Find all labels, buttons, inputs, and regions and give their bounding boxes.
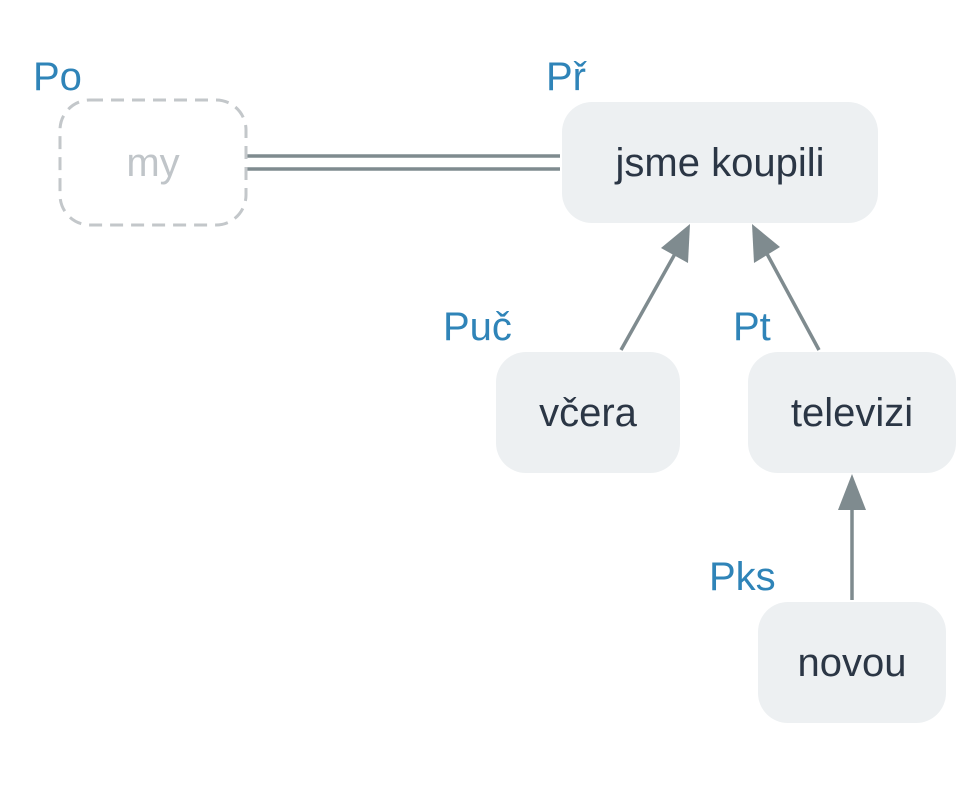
node-box <box>58 98 248 227</box>
node-word: jsme koupili <box>615 141 825 185</box>
node-subject: my Po <box>33 55 248 227</box>
arrowhead-icon <box>838 474 866 510</box>
arrowhead-icon <box>661 224 690 263</box>
node-object: televizi Pt <box>733 305 956 473</box>
edge-object-to-predicate <box>752 224 821 351</box>
node-word: televizi <box>791 391 913 435</box>
node-word: novou <box>798 641 907 685</box>
role-label: Pks <box>709 555 776 599</box>
node-box <box>496 352 680 473</box>
arrowhead-icon <box>752 224 780 263</box>
edge-adverbial-to-predicate <box>619 224 690 351</box>
node-word: včera <box>539 391 638 435</box>
edge-subject-predicate <box>247 154 560 171</box>
node-word: my <box>126 141 179 185</box>
role-label: Př <box>546 55 588 99</box>
node-adverbial-time: včera Puč <box>443 305 680 473</box>
node-box <box>748 352 956 473</box>
role-label: Pt <box>733 305 771 349</box>
node-attribute: novou Pks <box>709 555 946 723</box>
role-label: Puč <box>443 305 512 349</box>
node-box <box>758 602 946 723</box>
role-label: Po <box>33 55 82 99</box>
node-predicate: jsme koupili Př <box>546 55 878 223</box>
node-box <box>562 102 878 223</box>
edge-attribute-to-object <box>838 474 866 600</box>
